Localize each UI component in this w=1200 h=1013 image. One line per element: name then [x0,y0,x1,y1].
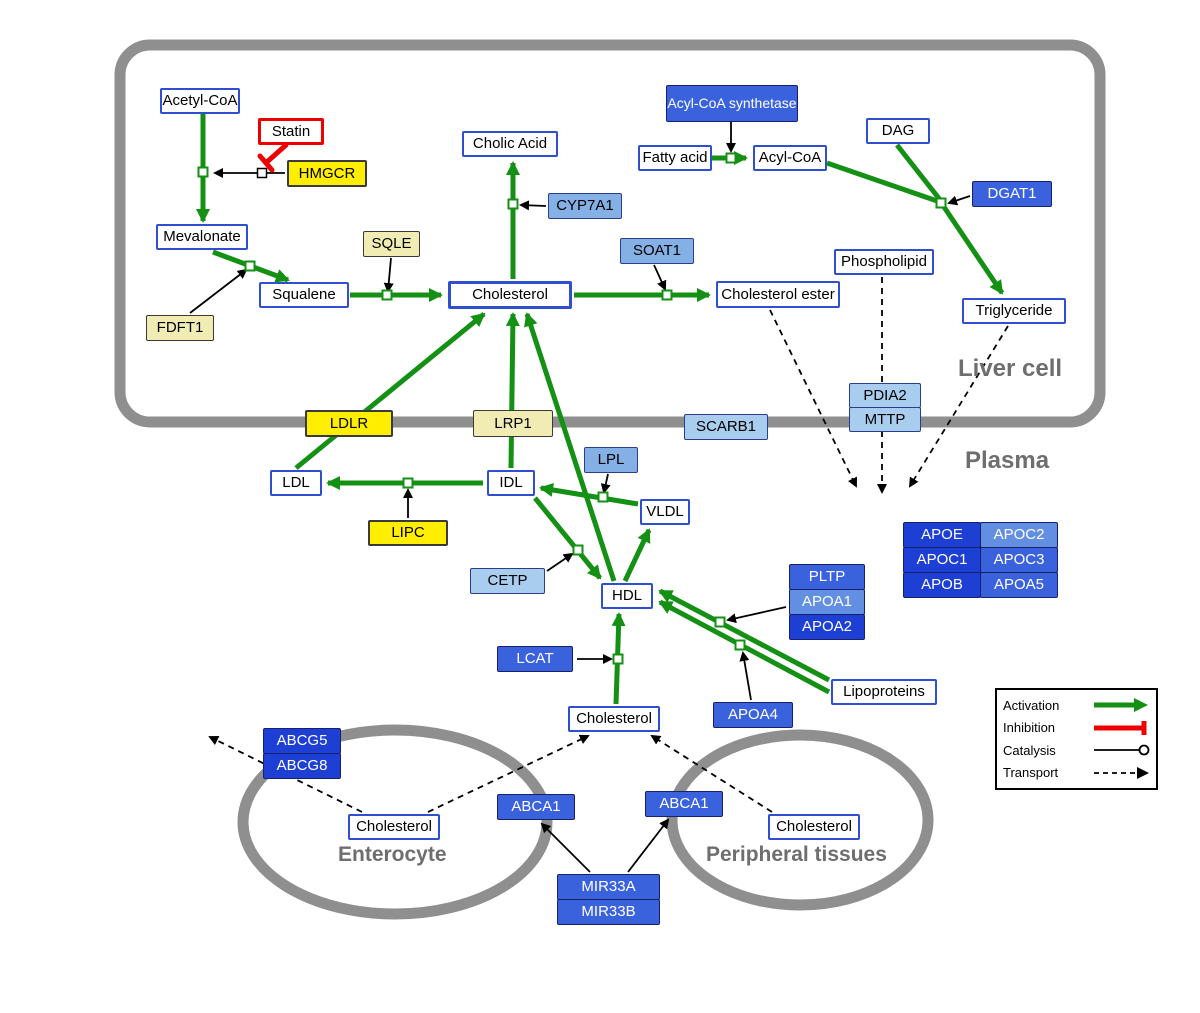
node-ldlr[interactable]: LDLR [305,410,393,437]
node-cholesterol-enterocyte[interactable]: Cholesterol [348,814,440,840]
enterocyte-label: Enterocyte [338,843,447,866]
node-lipoproteins[interactable]: Lipoproteins [831,679,937,705]
node-cetp[interactable]: CETP [470,568,545,594]
node-apoa2[interactable]: APOA2 [789,614,865,640]
node-apob[interactable]: APOB [903,572,981,598]
node-statin[interactable]: Statin [258,118,324,145]
node-fdft1[interactable]: FDFT1 [146,315,214,341]
peripheral-tissues-label: Peripheral tissues [706,843,887,866]
peripheral-tissues-membrane [666,729,934,911]
node-abcg8[interactable]: ABCG8 [263,753,341,779]
node-acyl-coa[interactable]: Acyl-CoA [753,145,827,171]
node-soat1[interactable]: SOAT1 [620,238,694,264]
node-hmgcr[interactable]: HMGCR [287,160,367,187]
node-dag[interactable]: DAG [866,118,930,144]
legend: Activation Inhibition Catalysis Transpor… [995,688,1158,790]
reaction-nodes [197,152,947,665]
node-squalene[interactable]: Squalene [259,282,349,308]
activation-edges [196,114,1005,705]
legend-row-activation: Activation [1003,694,1150,716]
node-abca1-peripheral[interactable]: ABCA1 [645,791,723,817]
node-acyl-coa-synthetase[interactable]: Acyl-CoA synthetase [666,85,798,122]
node-hdl[interactable]: HDL [601,583,653,609]
plasma-label: Plasma [965,447,1050,474]
node-apoa4[interactable]: APOA4 [713,702,793,728]
node-acetyl-coa[interactable]: Acetyl-CoA [160,88,240,114]
node-cholic-acid[interactable]: Cholic Acid [462,131,558,157]
node-apoc3[interactable]: APOC3 [980,547,1058,573]
legend-transport-label: Transport [1003,765,1059,781]
activation-arrow-sample [1094,698,1148,712]
node-abca1-enterocyte[interactable]: ABCA1 [497,794,575,820]
node-cholesterol-peripheral[interactable]: Cholesterol [768,814,860,840]
catalysis-edges [189,122,971,873]
node-apoe[interactable]: APOE [903,522,981,548]
node-apoa1[interactable]: APOA1 [789,589,865,615]
node-pdia2[interactable]: PDIA2 [849,383,921,408]
node-apoa5[interactable]: APOA5 [980,572,1058,598]
node-cholesterol-ester[interactable]: Cholesterol ester [716,281,840,308]
node-apoc1[interactable]: APOC1 [903,547,981,573]
node-sqle[interactable]: SQLE [363,231,420,257]
node-lcat[interactable]: LCAT [497,646,573,672]
node-cholesterol-plasma[interactable]: Cholesterol [568,706,660,732]
node-mir33a[interactable]: MIR33A [557,874,660,900]
node-abcg5[interactable]: ABCG5 [263,728,341,754]
transport-arrow-sample [1094,766,1149,779]
legend-row-inhibition: Inhibition [1003,717,1150,739]
catalysis-anchor [256,167,268,179]
node-mttp[interactable]: MTTP [849,407,921,432]
transport-edges [208,277,1009,813]
membranes [114,39,1106,920]
node-mir33b[interactable]: MIR33B [557,899,660,925]
node-mevalonate[interactable]: Mevalonate [156,224,248,250]
liver-cell-membrane [114,39,1106,428]
node-phospholipid[interactable]: Phospholipid [834,249,934,275]
node-pltp[interactable]: PLTP [789,564,865,590]
node-triglyceride[interactable]: Triglyceride [962,298,1066,324]
enterocyte-membrane [237,724,553,920]
node-idl[interactable]: IDL [487,470,535,496]
node-lrp1[interactable]: LRP1 [473,410,553,437]
node-vldl[interactable]: VLDL [640,499,690,525]
node-scarb1[interactable]: SCARB1 [684,414,768,440]
inhibition-edge [257,142,289,173]
inhibition-tbar-sample [1094,720,1147,735]
node-apoc2[interactable]: APOC2 [980,522,1058,548]
catalysis-line-sample [1094,744,1150,756]
legend-inhibition-label: Inhibition [1003,720,1056,736]
legend-row-catalysis: Catalysis [1003,739,1150,761]
node-ldl[interactable]: LDL [270,470,322,496]
legend-row-transport: Transport [1003,762,1150,784]
legend-catalysis-label: Catalysis [1003,742,1056,758]
node-lpl[interactable]: LPL [584,447,638,473]
node-lipc[interactable]: LIPC [368,520,448,546]
node-cholesterol-liver[interactable]: Cholesterol [448,281,572,309]
node-cyp7a1[interactable]: CYP7A1 [548,193,622,219]
node-fatty-acid[interactable]: Fatty acid [638,145,712,171]
node-dgat1[interactable]: DGAT1 [972,181,1052,207]
legend-activation-label: Activation [1003,697,1060,713]
liver-cell-label: Liver cell [958,355,1063,382]
